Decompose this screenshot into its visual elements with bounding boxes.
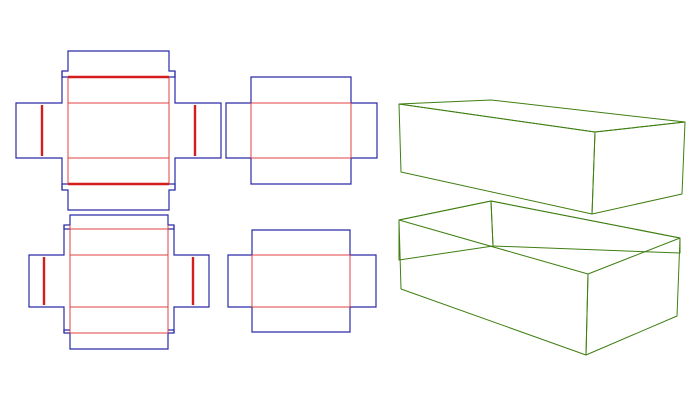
base-tab-notch-tr — [168, 225, 175, 230]
lid-dieline — [15, 50, 222, 211]
base-dieline — [28, 214, 210, 350]
box-base-inner-side-wall — [490, 200, 681, 254]
lid-dieline-outline — [15, 50, 222, 211]
base-tab-notch-bl — [63, 329, 70, 333]
box-base-rim-edge — [398, 200, 681, 239]
box-lid-side-face — [591, 121, 686, 215]
base-tab-notch-br — [168, 329, 175, 333]
base-insert-dieline — [227, 229, 377, 333]
box-base-front-face — [398, 219, 589, 356]
base-dieline-outline — [28, 214, 210, 350]
box-base-side-face — [585, 237, 681, 356]
lid-tab-notch-br — [169, 183, 176, 190]
lid-insert-dieline — [225, 76, 378, 185]
lid-tab-notch-tl — [61, 71, 68, 78]
lid-insert-outline — [225, 76, 378, 185]
box-lid-front-face — [398, 103, 596, 215]
base-insert-outline — [227, 229, 377, 333]
lid-tab-notch-bl — [61, 183, 68, 190]
box-lid-3d — [398, 99, 686, 215]
base-tab-notch-tl — [63, 225, 70, 230]
lid-tab-notch-tr — [169, 71, 176, 78]
box-base-3d — [398, 200, 681, 356]
